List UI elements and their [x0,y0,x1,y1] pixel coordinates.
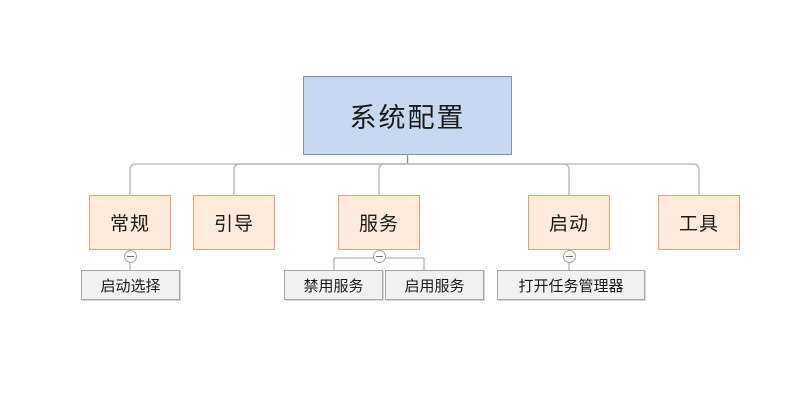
node-branch-fuwu[interactable]: 服务 [338,195,420,250]
node-leaf-label: 启动选择 [100,277,161,295]
node-branch-label: 引导 [213,214,254,235]
collapse-toggle-qidong[interactable] [562,250,576,263]
node-branch-yindao[interactable]: 引导 [193,195,275,250]
edge-root-to-yindao [233,163,408,195]
node-leaf-jinyong-fuwu[interactable]: 禁用服务 [284,270,383,300]
node-leaf-label: 启用服务 [404,277,465,295]
edge-root-to-changgui [129,163,408,195]
node-branch-changgui[interactable]: 常规 [89,195,171,250]
node-branch-label: 服务 [358,214,399,235]
node-branch-label: 工具 [678,214,719,235]
edge-root-to-qidong [407,163,570,195]
minus-icon [375,256,383,257]
collapse-toggle-changgui[interactable] [123,250,137,263]
edge-root-to-gongju [407,163,700,195]
node-root-label: 系统配置 [349,103,466,133]
node-branch-label: 启动 [548,214,589,235]
node-leaf-label: 打开任务管理器 [518,277,624,295]
node-branch-gongju[interactable]: 工具 [658,195,740,250]
node-leaf-qiyong-fuwu[interactable]: 启用服务 [385,270,484,300]
minus-icon [565,256,573,257]
node-leaf-dakai-renwu-guanliqi[interactable]: 打开任务管理器 [497,270,645,300]
minus-icon [126,256,134,257]
node-branch-qidong[interactable]: 启动 [528,195,610,250]
node-leaf-label: 禁用服务 [303,277,364,295]
node-leaf-qidong-xuanze[interactable]: 启动选择 [81,270,180,300]
edge-root-to-fuwu [378,163,408,195]
node-root-system-configuration[interactable]: 系统配置 [303,76,512,155]
collapse-toggle-fuwu[interactable] [372,250,386,263]
node-branch-label: 常规 [109,214,150,235]
